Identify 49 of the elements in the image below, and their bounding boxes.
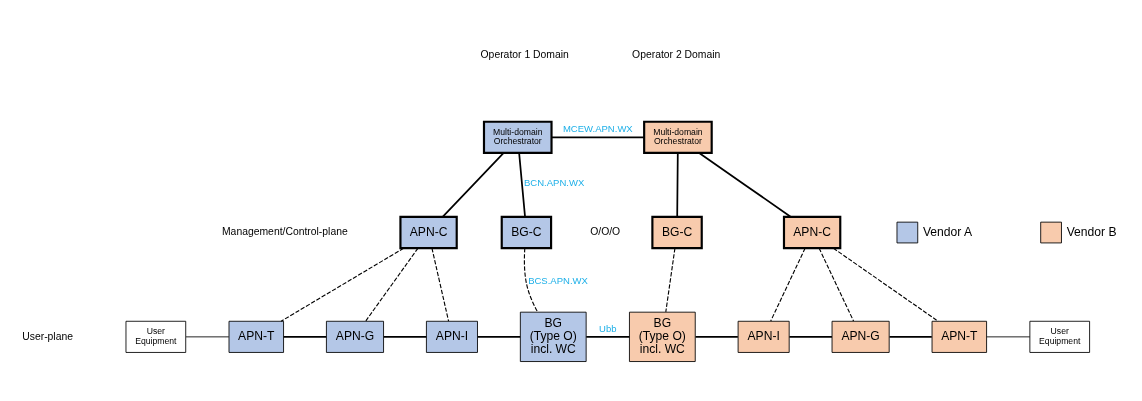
connector bbox=[694, 336, 739, 338]
node-box: BG (Type O) incl. WC bbox=[519, 311, 587, 362]
edge-label: BCN.APN.WX bbox=[523, 176, 585, 188]
node-box: BG-C bbox=[651, 215, 703, 250]
node-box: User Equipment bbox=[1029, 320, 1091, 353]
connector bbox=[832, 247, 939, 322]
node-box: APN-I bbox=[737, 320, 790, 353]
connector bbox=[665, 247, 676, 313]
connector bbox=[888, 336, 933, 338]
label: User-plane bbox=[22, 330, 74, 342]
node-box: APN-G bbox=[831, 320, 890, 353]
connector bbox=[818, 247, 855, 322]
connector bbox=[442, 152, 505, 218]
connector bbox=[185, 336, 230, 338]
node-box: APN-C bbox=[782, 215, 842, 250]
label: Management/Control-plane bbox=[221, 226, 348, 238]
edge-label: MCEW.APN.WX bbox=[562, 122, 633, 134]
label: Operator 1 Domain bbox=[480, 48, 569, 60]
connector bbox=[518, 152, 526, 218]
node-box: Multi-domain Orchestrator bbox=[482, 120, 553, 154]
connector bbox=[698, 152, 792, 218]
connector bbox=[676, 152, 679, 218]
connector bbox=[431, 247, 450, 322]
node-box: BG (Type O) incl. WC bbox=[629, 311, 696, 362]
connector bbox=[365, 247, 419, 322]
label: O/O/O bbox=[590, 226, 621, 238]
edge-label: Ubb bbox=[599, 322, 617, 334]
connector bbox=[585, 336, 631, 338]
connector bbox=[280, 247, 405, 322]
connector bbox=[476, 336, 522, 338]
legend-label: Vendor A bbox=[922, 224, 973, 239]
connector bbox=[986, 336, 1031, 338]
node-box: APN-T bbox=[228, 320, 284, 353]
connector bbox=[282, 336, 328, 338]
label: Operator 2 Domain bbox=[632, 48, 721, 60]
connector bbox=[382, 336, 428, 338]
node-box: BG-C bbox=[500, 215, 553, 250]
node-box: APN-G bbox=[325, 320, 384, 353]
connector bbox=[788, 336, 833, 338]
node-box: APN-I bbox=[425, 320, 478, 353]
edge-label: BCS.APN.WX bbox=[528, 275, 588, 287]
connector bbox=[550, 136, 645, 139]
node-box: User Equipment bbox=[125, 320, 187, 353]
connector bbox=[523, 247, 539, 313]
connector bbox=[770, 247, 806, 322]
node-box: Multi-domain Orchestrator bbox=[643, 120, 713, 154]
legend-label: Vendor B bbox=[1066, 224, 1117, 239]
node-box: APN-T bbox=[931, 320, 987, 353]
node-box: APN-C bbox=[399, 215, 458, 250]
